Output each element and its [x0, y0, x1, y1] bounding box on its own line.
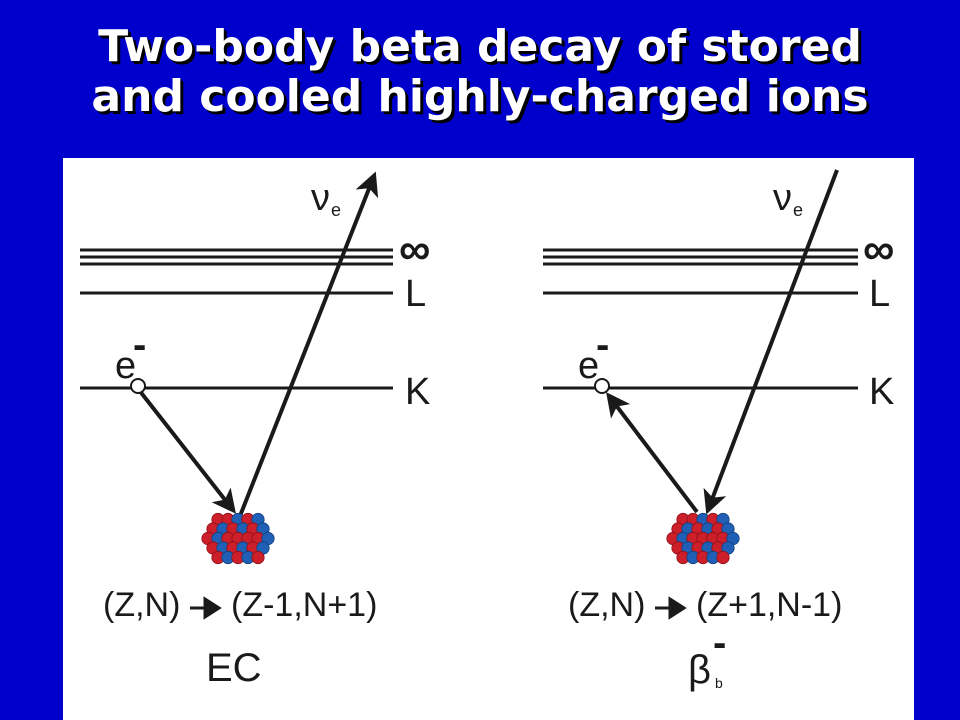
beta-electron-dot — [594, 378, 610, 394]
beta-electron-symbol: e — [578, 345, 599, 387]
slide-title: Two-body beta decay of stored and cooled… — [0, 22, 960, 122]
beta-process-superscript: - — [713, 621, 726, 665]
beta-electron-charge: - — [596, 323, 609, 367]
nucleon — [716, 550, 730, 565]
ec-electron-charge: - — [133, 323, 146, 367]
beta-initial-state: (Z,N) — [568, 586, 645, 624]
beta-neutrino-subscript: e — [793, 200, 803, 220]
title-line-2: and cooled highly-charged ions — [91, 71, 869, 122]
ec-process-label: EC — [206, 646, 262, 690]
ec-electron-dot — [130, 378, 146, 394]
beta-nucleus — [666, 512, 740, 565]
title-line-1: Two-body beta decay of stored — [98, 21, 862, 72]
beta-l-label: L — [869, 273, 890, 315]
beta-k-label: K — [869, 371, 894, 413]
beta-electron-arrow — [606, 392, 699, 514]
ec-initial-state: (Z,N) — [103, 586, 180, 624]
ec-infinity-label: ∞ — [399, 225, 430, 274]
ec-neutrino-symbol: ν — [311, 177, 330, 219]
beta-infinity-label: ∞ — [863, 225, 894, 274]
ec-nucleus — [201, 512, 275, 565]
ec-reaction-arrow-icon — [190, 596, 222, 620]
ec-electron-symbol: e — [115, 345, 136, 387]
beta-process-subscript: b — [715, 675, 723, 691]
diagram-panel: ∞ L K ν e e - (Z,N) (Z-1,N+1) EC — [63, 158, 914, 720]
nucleon — [251, 550, 265, 565]
ec-neutrino-arrow — [238, 171, 379, 517]
beta-decay-diagram: ∞ L K ν e e - (Z,N) (Z-1,N+1) EC — [80, 169, 894, 692]
beta-reaction-arrow-icon — [655, 596, 687, 620]
ec-diagram: ∞ L K ν e e - (Z,N) (Z-1,N+1) EC — [80, 171, 430, 690]
beta-process-symbol: β — [688, 648, 711, 692]
beta-final-state: (Z+1,N-1) — [696, 586, 842, 624]
ec-k-label: K — [405, 371, 430, 413]
bound-beta-diagram: ∞ L K ν e e - (Z,N) (Z+1,N-1) β - b — [543, 169, 894, 692]
ec-neutrino-subscript: e — [331, 200, 341, 220]
ec-l-label: L — [405, 273, 426, 315]
beta-neutrino-arrow — [703, 169, 839, 515]
beta-neutrino-symbol: ν — [773, 177, 792, 219]
ec-final-state: (Z-1,N+1) — [231, 586, 377, 624]
ec-electron-arrow — [137, 388, 236, 514]
beta-continuum-lines — [543, 248, 858, 266]
